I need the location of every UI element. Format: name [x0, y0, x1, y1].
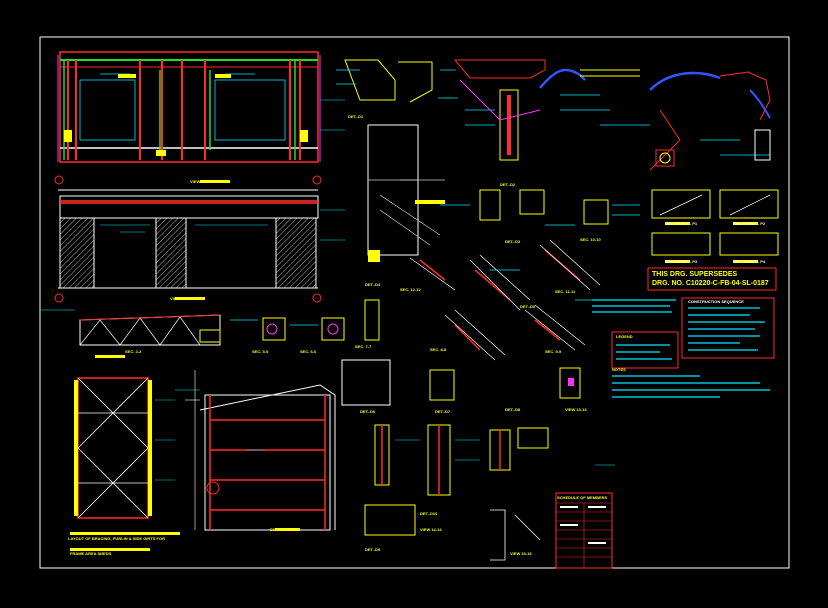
- details-top-right: [539, 68, 771, 171]
- annotation-leaders: [40, 99, 615, 466]
- supersede-line-1: THIS DRG. SUPERSEDES: [652, 271, 738, 278]
- section-label: SEC. 6-6: [300, 349, 317, 354]
- plate-label: DET. OF PLT - P2: [733, 221, 766, 226]
- plate-label: DET. OF PLT - P4: [733, 259, 766, 264]
- details-top-middle: [336, 59, 546, 262]
- view-label: VIEW 14-14: [420, 527, 442, 532]
- schedule-title: SCHEDULE OF MEMBERS: [557, 495, 608, 500]
- section-1-1-frame: [185, 370, 336, 531]
- section-label: SEC. 12-12: [400, 287, 421, 292]
- detail-label: DET.-D8: [505, 407, 521, 412]
- detail-label: DET.-D9: [365, 547, 381, 552]
- detail-label: DET.-D4: [365, 282, 381, 287]
- layout-bracing-plan: [70, 377, 180, 551]
- detail-label: DET.-D6: [360, 409, 376, 414]
- plate-details: [651, 189, 779, 263]
- detail-label: DET.-D7: [435, 409, 451, 414]
- view-label: VIEW 4-4: [170, 296, 188, 301]
- view-label: VIEW 13-13: [565, 407, 587, 412]
- section-label: SEC. 2-2: [125, 349, 142, 354]
- detail-label: DET.-D2: [500, 182, 516, 187]
- plate-label: DET. OF PLT - P3: [665, 259, 698, 264]
- detail-label: DET.-D3: [505, 239, 521, 244]
- layout-caption-2: FRAME AREA SHEDS: [70, 551, 112, 556]
- plate-label: DET. OF PLT - P1: [665, 221, 698, 226]
- notes-title: NOTES: [612, 367, 626, 372]
- section-label: SEC. 7-7: [355, 344, 372, 349]
- elevation-view-4-4: [54, 189, 322, 303]
- section-label: SEC. 5-5: [252, 349, 269, 354]
- construction-sequence-title: CONSTRUCTION SEQUENCE: [688, 299, 744, 304]
- detail-label: DET.-D5: [520, 304, 536, 309]
- view-label: VIEW 3-3: [190, 179, 208, 184]
- elevation-view-3-3: [54, 51, 322, 185]
- section-label: SEC. 11-11: [555, 289, 576, 294]
- section-label: SEC. 10-10: [580, 237, 601, 242]
- detail-label: DET.-D1: [348, 114, 364, 119]
- schedule-table: [555, 492, 613, 569]
- section-5-5-truss: [79, 314, 221, 358]
- view-label: VIEW 15-15: [510, 551, 532, 556]
- supersedes-box: [647, 267, 777, 291]
- detail-label: DET.-D10: [420, 511, 438, 516]
- legend-title: LEGEND: [616, 334, 633, 339]
- details-bottom-middle: [341, 359, 549, 561]
- details-middle: [230, 189, 640, 401]
- supersede-line-2: DRG. NO. C10220-C-FB-04-SL-0187: [652, 280, 769, 287]
- section-label: SEC. 1-1: [270, 527, 287, 532]
- drawing-border: [39, 36, 790, 569]
- section-label: SEC. 9-9: [545, 349, 562, 354]
- section-label: SEC. 8-8: [430, 347, 447, 352]
- notes-block: [592, 297, 775, 398]
- layout-caption: LAYOUT OF BRACING, PURLIN & SIDE GIRTS F…: [68, 536, 165, 541]
